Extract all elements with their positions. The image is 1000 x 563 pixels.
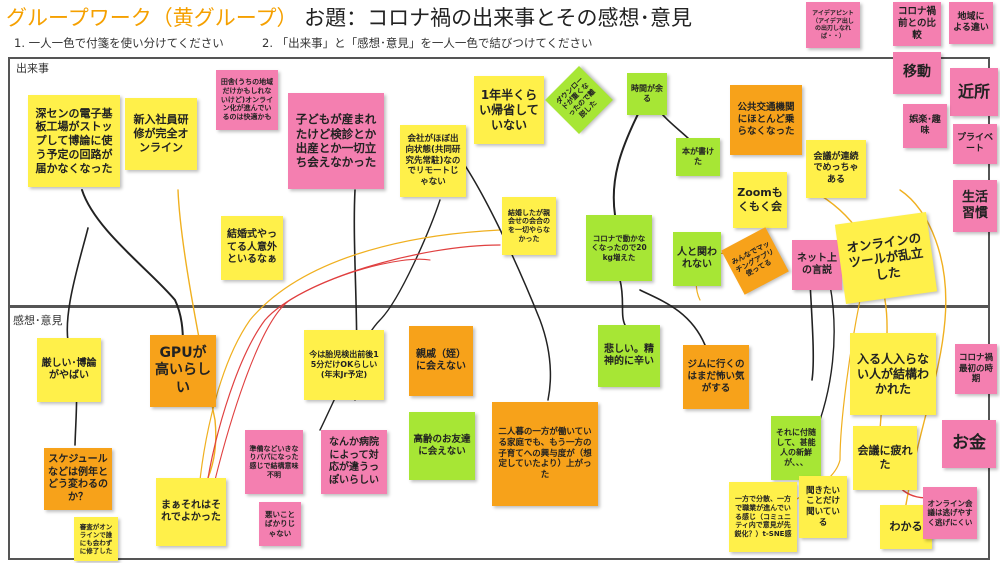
note-online-kaigi[interactable]: オンライン会議は逃げやすく逃げにくい: [923, 487, 977, 539]
note-nanka[interactable]: なんか病院によって対応が違うっぽいらしい: [321, 430, 387, 494]
page-title: グループワーク（黄グループ） お題：コロナ禍の出来事とその感想･意見: [6, 2, 692, 32]
note-kanashii[interactable]: 悲しい。精神的に辛い: [598, 325, 660, 387]
note-idou[interactable]: 移動: [893, 52, 941, 94]
note-gpu[interactable]: GPUが高いらしい: [150, 335, 216, 407]
note-kongo[interactable]: 今は胎児検出前後15分だけOKらしい(年末Jr予定): [304, 330, 384, 400]
note-schedule[interactable]: スケジュールなどは例年とどう変わるのか？: [44, 448, 112, 510]
note-goraku[interactable]: 娯楽･趣味: [903, 104, 947, 148]
note-mazu[interactable]: まぁそれはそれでよかった: [156, 478, 226, 546]
note-corona-saisho[interactable]: コロナ禍最初の時期: [955, 344, 997, 394]
note-weight[interactable]: コロナで動かなくなったので20kg増えた: [586, 215, 652, 281]
note-koukyou[interactable]: 公共交通機関にほとんど乗らなくなった: [730, 85, 802, 155]
note-oneyear[interactable]: 1年半くらい帰省していない: [474, 76, 544, 144]
note-newhire[interactable]: 新入社員研修が完全オンライン: [125, 98, 197, 170]
note-jikan[interactable]: 時間が余る: [627, 73, 667, 115]
note-kibishii[interactable]: 厳しい･博論がやばい: [37, 338, 101, 402]
note-jungi[interactable]: 審査がオンラインで誰にも会わずに修了した: [74, 517, 118, 561]
note-kaigi-tsukareta[interactable]: 会議に疲れた: [853, 426, 917, 490]
note-corona-mae[interactable]: コロナ禍前との比較: [893, 2, 941, 46]
note-baby[interactable]: 子どもが産まれたけど検診とか出産とか一切立ち会えなかった: [288, 93, 384, 189]
events-section-label: 出来事: [16, 62, 49, 75]
note-hito[interactable]: 人と関われない: [673, 232, 721, 286]
title-group: グループワーク（黄グループ）: [6, 6, 298, 30]
note-kaisha[interactable]: 会社がほぼ出向状態(共同研究先常駐)なのでリモートじゃない: [400, 125, 466, 197]
note-private[interactable]: プライベート: [953, 124, 997, 164]
note-koureisha[interactable]: 高齢のお友達に会えない: [409, 412, 475, 480]
note-futari[interactable]: 二人暮の一方が働いている家庭でも、もう一方の子育てへの興与度が（想定していたより…: [492, 402, 598, 506]
note-ireru[interactable]: 入る人入らない人が結構わかれた: [850, 333, 936, 415]
note-okane[interactable]: お金: [942, 420, 996, 468]
note-gym[interactable]: ジムに行くのはまだ怖い気がする: [683, 345, 749, 409]
instruction-2: 2. 「出来事」と「感想･意見」を一人一色で結びつけてください: [262, 36, 593, 50]
note-kikitai[interactable]: 聞きたいことだけ聞いている: [799, 476, 847, 538]
note-kekkon[interactable]: 結婚式やってる人意外といるなぁ: [221, 216, 283, 280]
note-kaigi-renzoku[interactable]: 会議が連続でめっちゃある: [806, 140, 866, 198]
opinions-section-label: 感想･意見: [13, 314, 63, 327]
note-online-tool[interactable]: オンラインのツールが乱立した: [834, 211, 938, 305]
instruction-1: 1. 一人一色で付箋を使い分けてください: [14, 36, 224, 50]
note-honga[interactable]: 本が書けた: [676, 138, 720, 176]
note-kinjo[interactable]: 近所: [950, 68, 998, 116]
note-seikatsu[interactable]: 生活習慣: [953, 180, 997, 232]
note-sorenitsuite[interactable]: それに付随して、甚能人の新鮮が、、、: [771, 416, 821, 480]
title-topic: お題：コロナ禍の出来事とその感想･意見: [304, 6, 693, 30]
note-zoom[interactable]: Zoomもくもく会: [733, 172, 787, 228]
note-shinseki[interactable]: 親戚（姪）に会えない: [409, 326, 473, 396]
note-shenzhen[interactable]: 深センの電子基板工場がストップして博論に使う予定の回路が届かなくなった: [28, 95, 120, 187]
note-junbi[interactable]: 準備などいきなりバパになった感じで結構意味不明: [245, 430, 303, 494]
note-kekkon-teaser[interactable]: 結婚したが親会せの会合のを一切やらなかった: [502, 197, 556, 255]
note-ippou[interactable]: 一方で分散、一方で職業が進んでいる感じ（コミュニティ内で意見が先鋭化？）t-SN…: [729, 482, 797, 552]
note-chiiki[interactable]: 地域による違い: [949, 2, 993, 44]
note-aidea[interactable]: アイデアピント（アイデア出しの出刃しなれぱ・・）: [806, 2, 860, 48]
note-warui[interactable]: 悪いことばかりじゃない: [259, 502, 301, 546]
note-netjo[interactable]: ネット上の言説: [792, 240, 842, 290]
note-hometown[interactable]: 田舎(うちの地域だけかもしれないけど)オンライン化が進んでいるのは快適かも: [216, 70, 278, 130]
